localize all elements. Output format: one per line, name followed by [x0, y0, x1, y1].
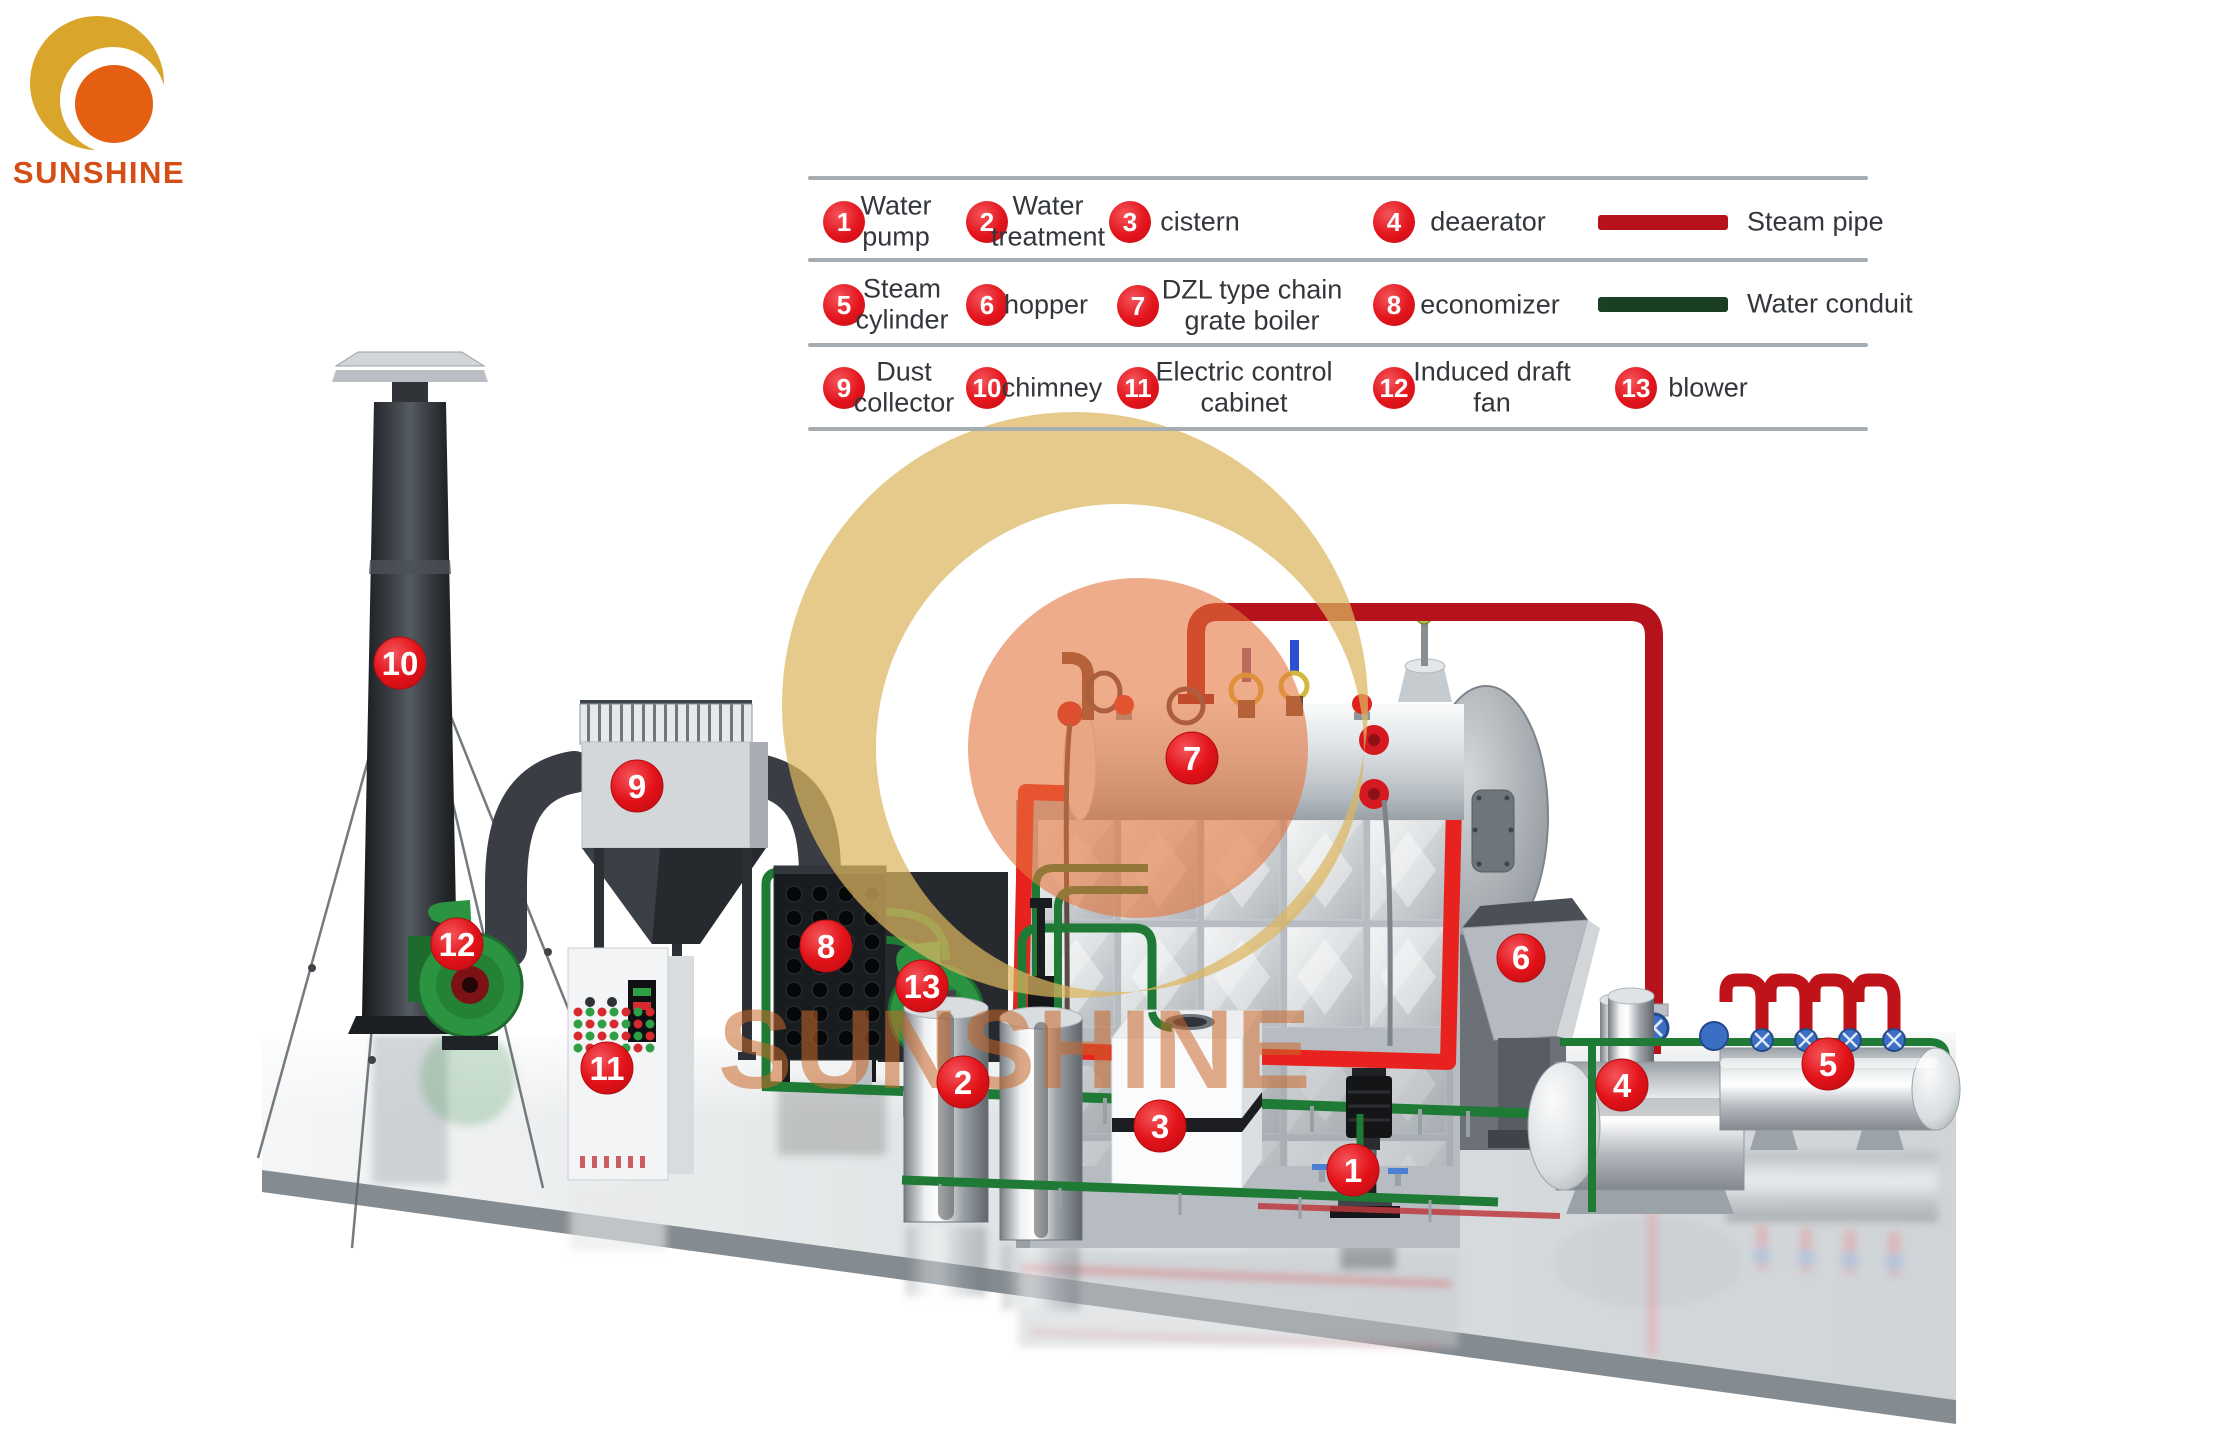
marker-water-treatment: 2 — [936, 1055, 990, 1109]
marker-blower: 13 — [895, 959, 949, 1013]
svg-text:3: 3 — [1151, 1108, 1169, 1145]
svg-text:7: 7 — [1183, 740, 1201, 777]
legend-num-boiler: 7 — [1117, 285, 1159, 327]
legend-label-hopper: hopper — [1003, 289, 1089, 320]
legend-label-control-cabinet: Electric control cabinet — [1155, 356, 1333, 418]
legend-num-hopper: 6 — [966, 284, 1008, 326]
marker-economizer: 8 — [799, 919, 853, 973]
legend-num-control-cabinet: 11 — [1117, 367, 1159, 409]
legend-label-economizer: economizer — [1420, 289, 1560, 320]
marker-deaerator: 4 — [1595, 1058, 1649, 1112]
legend-divider — [808, 258, 1868, 262]
logo-sun-icon — [75, 65, 153, 143]
steam-outlet-valves — [1719, 973, 1901, 1048]
cistern — [1111, 1009, 1263, 1189]
svg-text:4: 4 — [1613, 1067, 1632, 1104]
watermark-sun — [968, 578, 1308, 918]
legend-label-steam-pipe: Steam pipe — [1747, 206, 1884, 237]
legend-label-water-pump: Water pump — [860, 190, 932, 252]
svg-text:11: 11 — [590, 1050, 625, 1087]
marker-dust-collector: 9 — [610, 759, 664, 813]
legend-label-water-treatment: Water treatment — [990, 190, 1106, 252]
legend-num-steam-cylinder: 5 — [823, 284, 865, 326]
marker-control-cabinet: 11 — [580, 1041, 634, 1095]
svg-text:6: 6 — [1512, 939, 1530, 976]
pump-valves — [1312, 1164, 1408, 1186]
dust-collector-left-duct — [485, 751, 595, 969]
legend-num-water-treatment: 2 — [966, 201, 1008, 243]
dust-collector-louver-top — [579, 703, 753, 745]
water-conduit-swatch — [1598, 297, 1728, 312]
marker-water-pump: 1 — [1326, 1143, 1380, 1197]
legend-label-deaerator: deaerator — [1430, 206, 1546, 237]
legend-num-blower: 13 — [1615, 367, 1657, 409]
boiler-manhole-door — [1471, 789, 1515, 873]
svg-text:8: 8 — [817, 928, 835, 965]
sunshine-logo: SUNSHINE — [13, 16, 185, 190]
legend-num-deaerator: 4 — [1373, 201, 1415, 243]
legend-label-cistern: cistern — [1160, 206, 1240, 237]
legend-label-dust-collector: Dust collector — [853, 356, 955, 418]
water-conduit-front — [901, 1114, 1561, 1222]
svg-text:10: 10 — [382, 645, 419, 682]
marker-boiler: 7 — [1165, 731, 1219, 785]
svg-text:5: 5 — [1819, 1046, 1837, 1083]
marker-hopper: 6 — [1496, 933, 1546, 983]
steam-pipe-swatch — [1598, 215, 1728, 230]
legend-num-economizer: 8 — [1373, 284, 1415, 326]
svg-text:1: 1 — [1344, 1152, 1362, 1189]
chimney-cap — [334, 351, 486, 367]
legend-label-steam-cylinder: Steam cylinder — [855, 273, 949, 335]
legend-divider — [808, 427, 1868, 431]
legend-divider — [808, 176, 1868, 180]
dust-collector — [485, 700, 841, 1068]
svg-text:13: 13 — [904, 968, 941, 1005]
legend-label-water-conduit: Water conduit — [1747, 288, 1913, 319]
legend-label-induced-draft-fan: Induced draft fan — [1413, 356, 1571, 418]
svg-text:12: 12 — [439, 926, 476, 963]
legend-label-boiler: DZL type chain grate boiler — [1161, 274, 1343, 336]
legend-label-blower: blower — [1668, 372, 1748, 403]
legend-num-cistern: 3 — [1109, 201, 1151, 243]
legend-num-dust-collector: 9 — [823, 367, 865, 409]
marker-cistern: 3 — [1133, 1099, 1187, 1153]
legend-num-induced-draft-fan: 12 — [1373, 367, 1415, 409]
legend-divider — [808, 343, 1868, 347]
legend-label-chimney: chimney — [1001, 372, 1103, 403]
watermark-crescent — [782, 412, 1368, 998]
water-treatment-tanks — [903, 898, 1083, 1241]
svg-text:9: 9 — [628, 768, 646, 805]
watermark-text: SUNSHINE — [718, 987, 1313, 1112]
marker-steam-cylinder: 5 — [1801, 1037, 1855, 1091]
marker-chimney: 10 — [373, 636, 427, 690]
legend-num-water-pump: 1 — [823, 201, 865, 243]
floor-reflections — [372, 1030, 1938, 1355]
sunshine-watermark: SUNSHINE — [718, 412, 1368, 1112]
scene-markers: 1 2 3 4 5 6 7 8 9 10 11 12 13 — [373, 636, 1855, 1197]
level-sensor — [1421, 622, 1428, 666]
deaerator — [1527, 987, 1745, 1214]
svg-text:2: 2 — [954, 1064, 972, 1101]
marker-induced-draft-fan: 12 — [430, 917, 484, 971]
legend-num-chimney: 10 — [966, 367, 1008, 409]
chimney-column — [362, 402, 458, 1016]
logo-text: SUNSHINE — [13, 155, 185, 190]
